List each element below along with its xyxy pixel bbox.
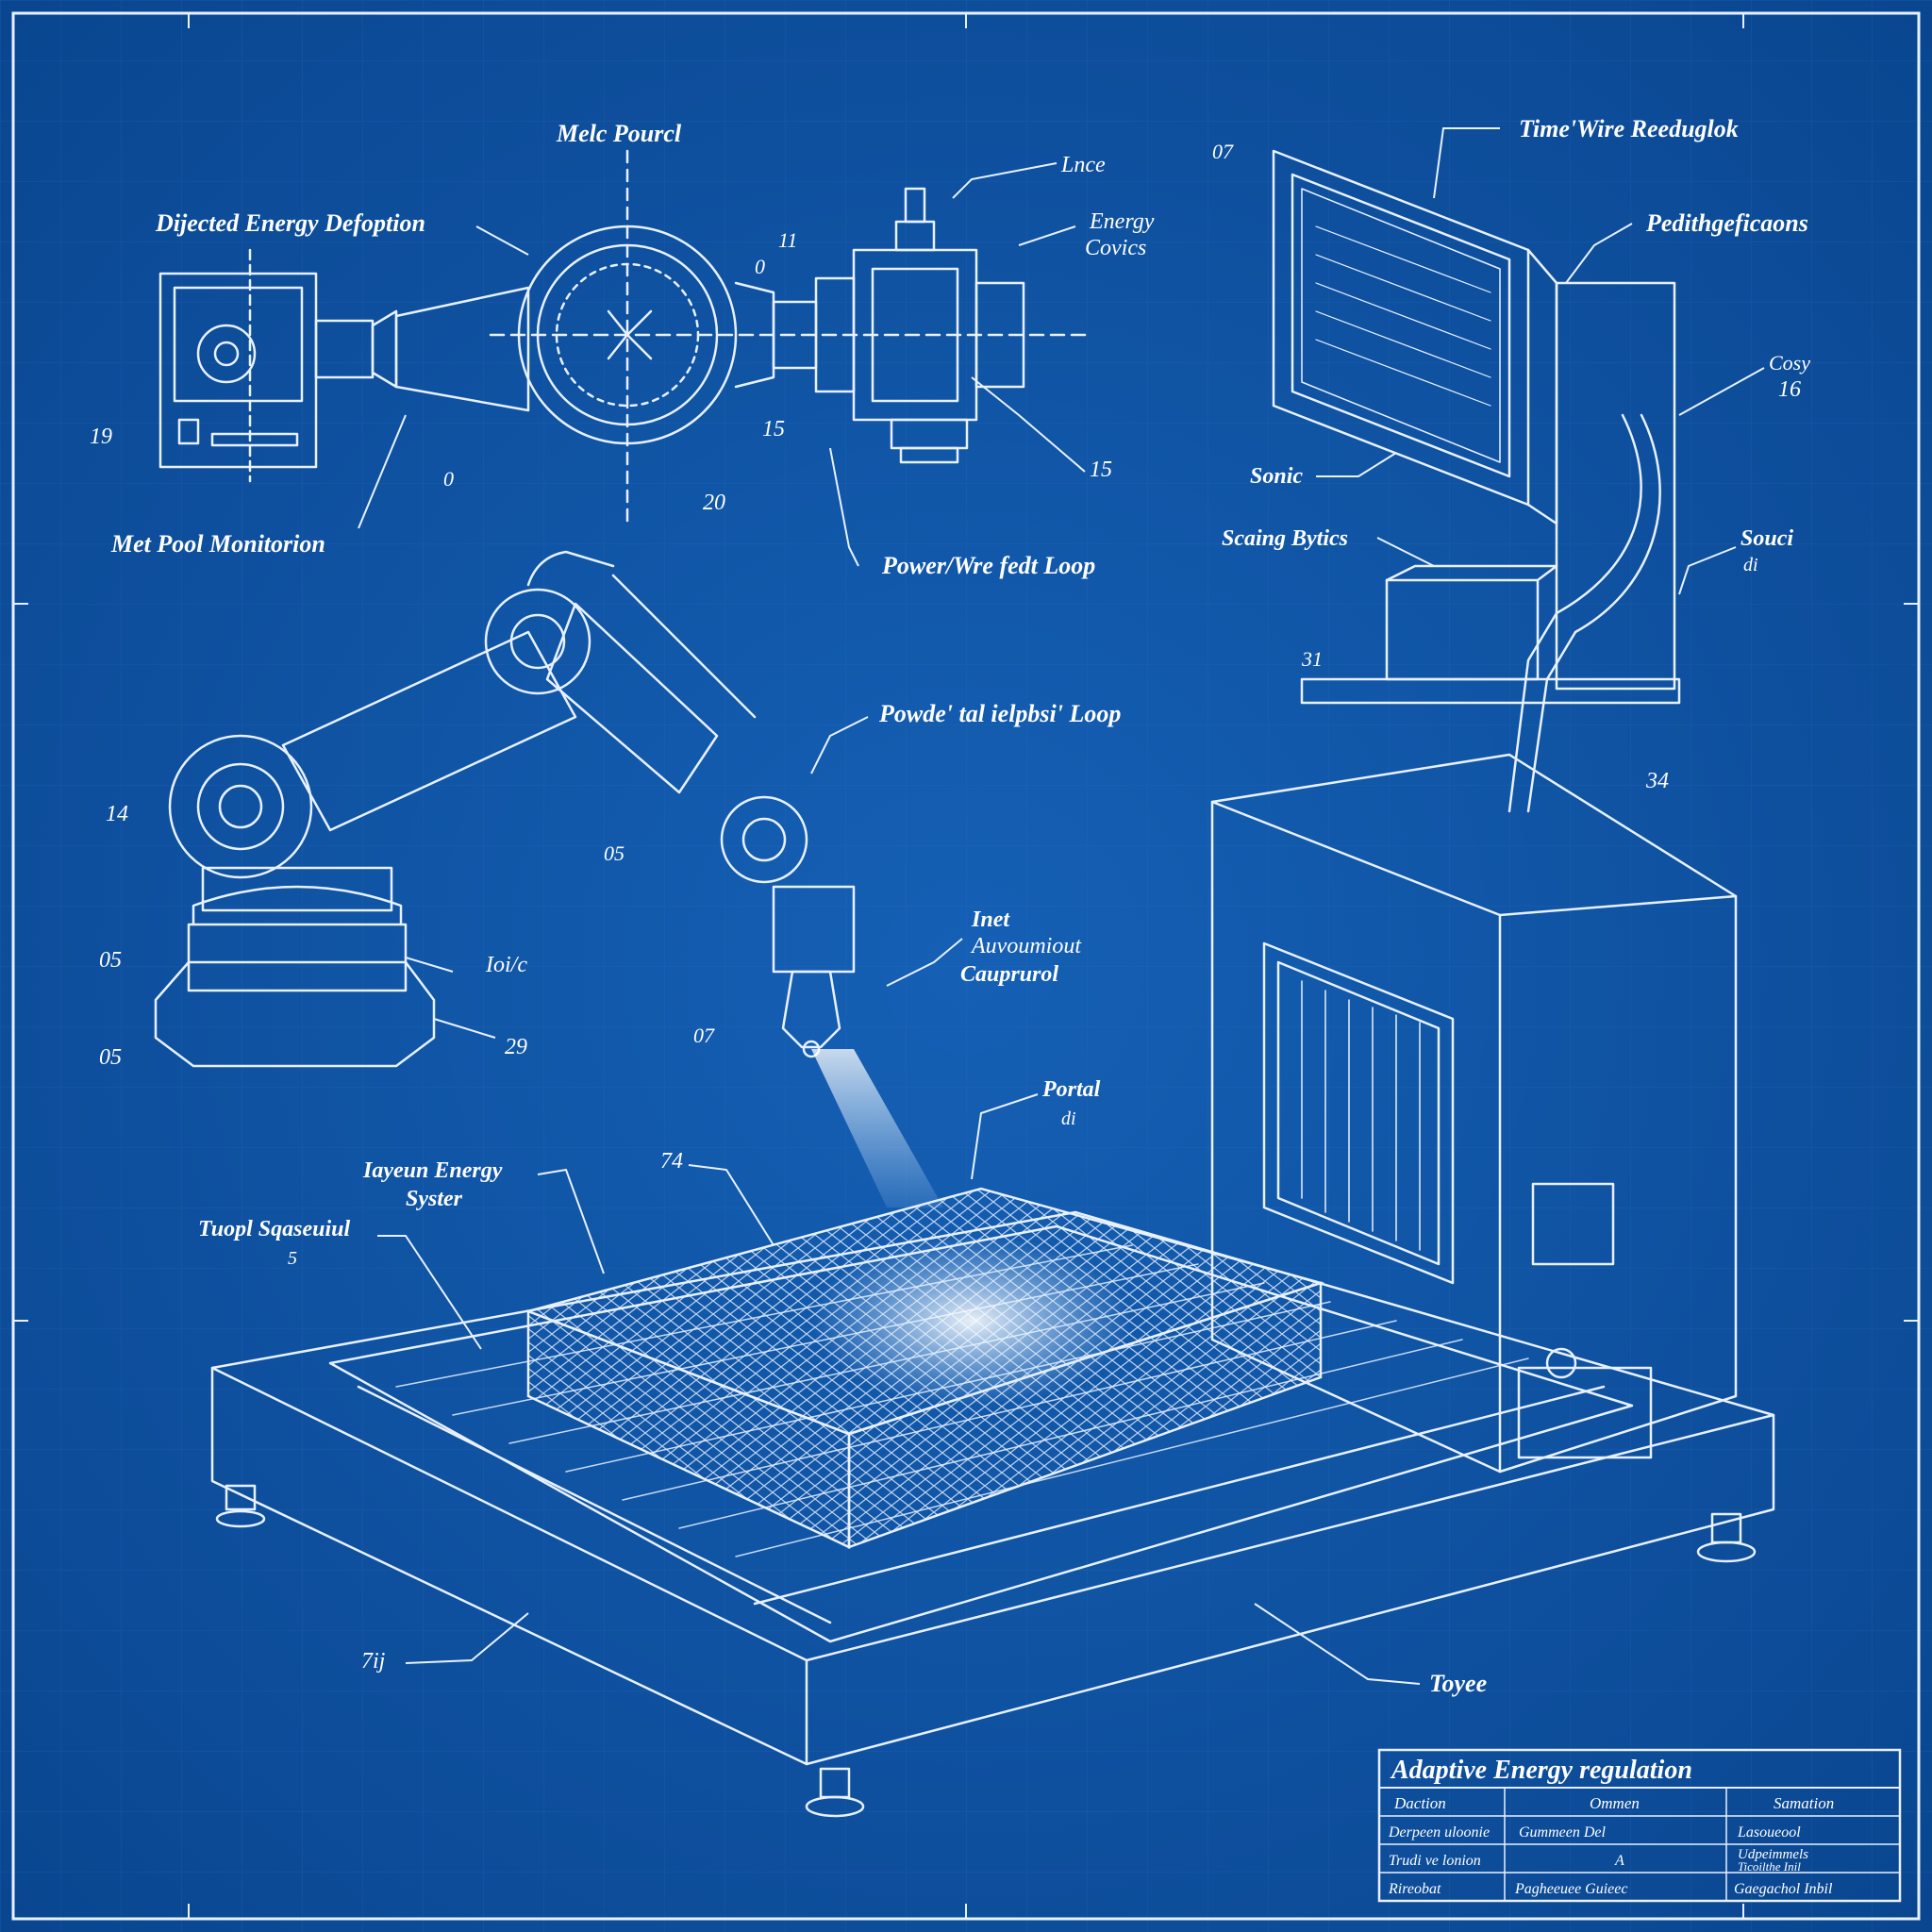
energy-beam (811, 1049, 943, 1208)
ref-74: 74 (660, 1149, 683, 1174)
title-block-header-3: Samation (1774, 1794, 1834, 1812)
label-portal-sub: di (1061, 1108, 1076, 1129)
label-directed-energy: Dijected Energy Defoption (155, 209, 425, 237)
build-chamber (1210, 753, 1738, 1474)
ref-0: 0 (443, 467, 454, 491)
reference-numbers: 19 0 20 15 15 11 0 07 16 31 34 14 05 05 … (90, 140, 1801, 1674)
label-scaning-bytes: Scaing Bytics (1222, 526, 1348, 551)
ref-31: 31 (1301, 647, 1323, 671)
label-tool-substrate: Tuopl Sqaseuiul (198, 1217, 350, 1241)
label-source-sub: di (1743, 555, 1758, 575)
ref-7ij: 7ij (361, 1649, 386, 1674)
ref-11: 11 (778, 228, 797, 252)
ref-07b: 07 (693, 1024, 715, 1047)
label-look: Ioi/c (485, 953, 527, 977)
label-powder-feed-loop-2: Powde' tal ielpbsi' Loop (878, 700, 1121, 727)
melt-pool-glow (811, 1236, 1132, 1406)
label-time-wire-feedback: Time'Wire Reeduglok (1519, 115, 1739, 142)
ref-20: 20 (703, 491, 725, 515)
ref-07: 07 (1212, 140, 1234, 163)
title-block: Adaptive Energy regulation Daction Ommen… (1377, 1748, 1902, 1903)
title-block-header-1: Daction (1393, 1794, 1446, 1812)
label-source: Souci (1740, 526, 1793, 551)
label-control: Cauprurol (960, 962, 1058, 987)
label-sonic: Sonic (1250, 464, 1303, 489)
title-block-r2c1: Trudi ve lonion (1389, 1853, 1481, 1869)
label-portal: Portal (1041, 1077, 1101, 1102)
title-block-r1c2: Gummeen Del (1519, 1824, 1607, 1840)
title-block-r3c1: Rireobat (1388, 1881, 1441, 1897)
label-lance: Lnce (1060, 153, 1106, 177)
ref-16: 16 (1778, 377, 1801, 402)
ref-14: 14 (106, 802, 128, 826)
title-block-extra: Ticoilthe Inil (1738, 1859, 1801, 1874)
ref-15a: 15 (762, 417, 785, 441)
leader-lines (358, 127, 1765, 1685)
border-ticks (13, 13, 1919, 1919)
label-melt-powder: Melc Pourcl (556, 120, 682, 147)
label-tool-substrate-sub: 5 (288, 1248, 297, 1269)
label-cosy: Cosy (1769, 351, 1810, 375)
label-covics: Covics (1085, 236, 1146, 260)
title-block-r2c2: A (1614, 1853, 1624, 1869)
title-block-r1c3: Lasoueool (1737, 1824, 1801, 1840)
ref-05b: 05 (99, 1045, 122, 1070)
label-toyee: Toyee (1429, 1670, 1487, 1697)
label-layered-energy: Iayeun Energy (362, 1158, 503, 1183)
ref-29: 29 (505, 1035, 527, 1059)
label-melt-pool-monitoring: Met Pool Monitorion (110, 530, 325, 558)
title-block-r3c3: Gaegachol Inbil (1734, 1881, 1833, 1897)
title-block-r1c1: Derpeen uloonie (1388, 1824, 1490, 1840)
title-block-r2c3: Udpeimmels (1738, 1847, 1808, 1862)
label-energy: Energy (1089, 209, 1155, 234)
label-automation: Auvoumiout (970, 934, 1082, 958)
title-block-header-2: Ommen (1590, 1794, 1640, 1812)
label-powder-wire-feed-loop: Power/Wre fedt Loop (881, 552, 1095, 579)
ref-05a: 05 (99, 948, 122, 973)
ref-15b: 15 (1090, 458, 1112, 482)
title-block-r3c2: Pagheeuee Guieec (1514, 1881, 1627, 1897)
label-layered-system: Syster (406, 1187, 463, 1211)
title-block-title: Adaptive Energy regulation (1390, 1756, 1692, 1785)
label-inlet: Inet (971, 908, 1010, 932)
labels: Melc Pourcl Dijected Energy Defoption Me… (110, 115, 1810, 1697)
robot-arm (154, 550, 856, 1068)
ref-05c: 05 (604, 841, 625, 865)
ref-34: 34 (1645, 769, 1669, 793)
label-peripheral-specs: Pedithgeficaons (1645, 209, 1808, 237)
ref-0b: 0 (755, 255, 765, 278)
ref-19: 19 (90, 425, 112, 449)
monitor-station (1272, 149, 1681, 813)
ded-head-assembly (158, 149, 1087, 530)
